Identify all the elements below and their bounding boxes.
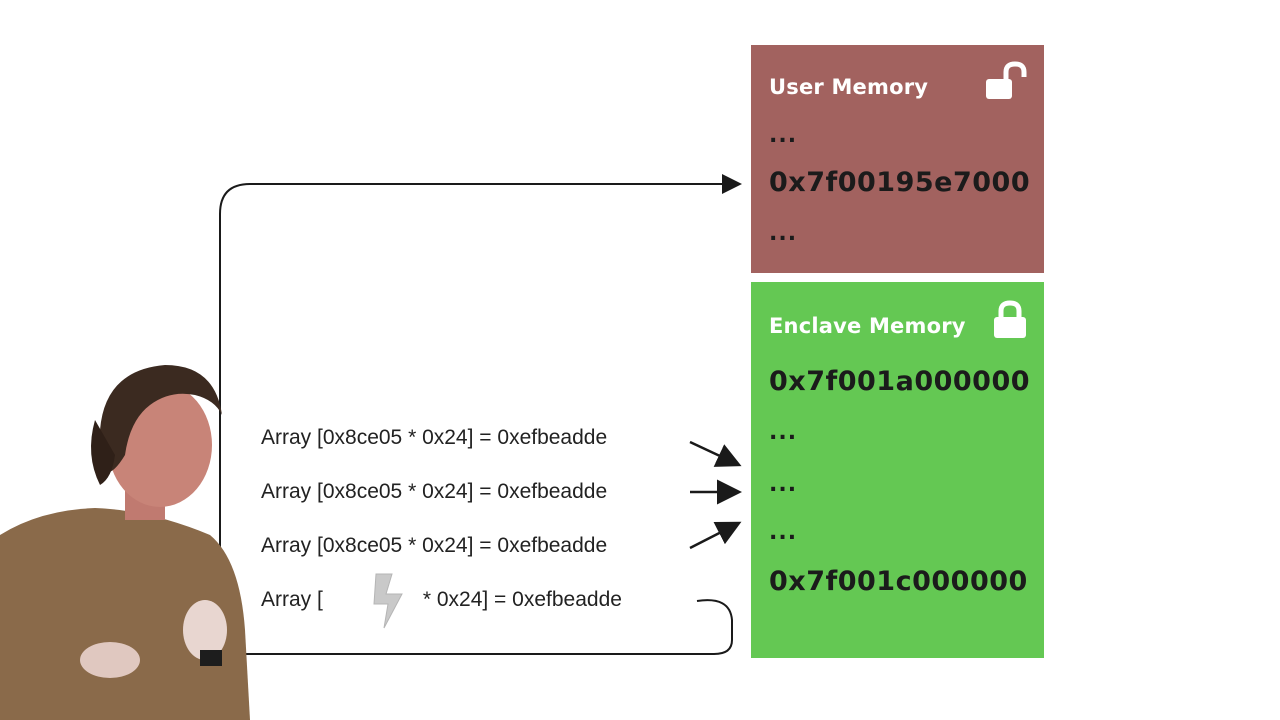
faulted-suffix: * 0x24] = 0xefbeadde <box>422 588 622 611</box>
enclave-ellipsis-3: ... <box>769 520 798 545</box>
enclave-memory-title: Enclave Memory <box>769 314 966 338</box>
enclave-ellipsis-1: ... <box>769 420 798 445</box>
user-memory-title: User Memory <box>769 75 929 99</box>
user-memory-box: User Memory ... 0x7f00195e7000 ... <box>751 45 1044 273</box>
arrow-line-3 <box>689 521 742 550</box>
array-line-2: Array [0x8ce05 * 0x24] = 0xefbeadde <box>261 480 608 503</box>
enclave-end-address: 0x7f001c000000 <box>769 566 1028 597</box>
user-memory-ellipsis-top: ... <box>769 123 798 148</box>
unlocked-padlock-icon <box>984 61 1030 105</box>
enclave-memory-box: Enclave Memory 0x7f001a000000 ... ... ..… <box>751 282 1044 658</box>
enclave-start-address: 0x7f001a000000 <box>769 366 1031 397</box>
array-line-faulted: Array [ * 0x24] = 0xefbeadde <box>261 588 622 612</box>
arrow-line-1 <box>689 440 742 467</box>
faulted-prefix: Array [ <box>261 588 323 611</box>
enclave-ellipsis-2: ... <box>769 472 798 497</box>
lightning-bolt-icon <box>373 573 403 629</box>
user-memory-ellipsis-bottom: ... <box>769 221 798 246</box>
locked-padlock-icon <box>992 300 1028 344</box>
array-line-1: Array [0x8ce05 * 0x24] = 0xefbeadde <box>261 426 608 449</box>
user-memory-address: 0x7f00195e7000 <box>769 167 1031 198</box>
array-line-3: Array [0x8ce05 * 0x24] = 0xefbeadde <box>261 534 608 557</box>
presenter-image <box>0 365 250 720</box>
redirect-arrow <box>219 174 742 655</box>
